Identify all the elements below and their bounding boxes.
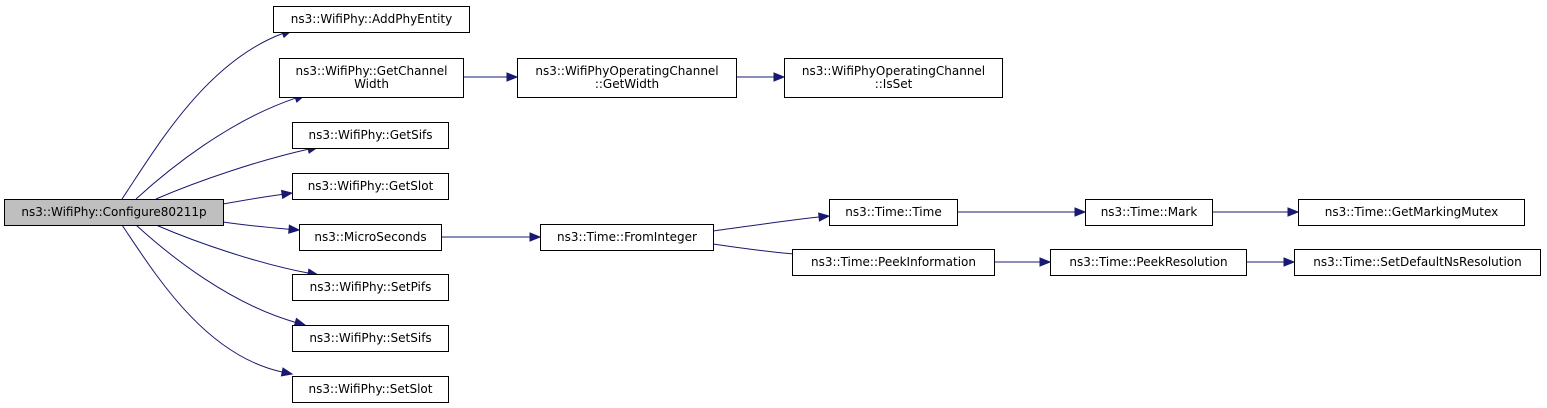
arrowhead-icon	[529, 232, 542, 242]
node-getmarkingmutex[interactable]: ns3::Time::GetMarkingMutex	[1298, 199, 1525, 226]
node-box	[279, 58, 464, 98]
node-frominteger[interactable]: ns3::Time::FromInteger	[540, 224, 714, 251]
node-box	[1298, 199, 1525, 226]
edge-configure-to-setslot	[121, 224, 294, 377]
edge-line	[712, 243, 798, 255]
node-peekresolution[interactable]: ns3::Time::PeekResolution	[1050, 249, 1247, 276]
node-box	[4, 199, 224, 226]
node-microseconds[interactable]: ns3::MicroSeconds	[299, 224, 442, 251]
node-opchan-isset[interactable]: ns3::WifiPhyOperatingChannel::IsSet	[784, 58, 1003, 98]
arrowhead-icon	[1287, 207, 1300, 217]
node-configure[interactable]: ns3::WifiPhy::Configure80211p	[4, 199, 224, 226]
edge-configure-to-getslot	[222, 189, 294, 205]
edge-line	[121, 32, 284, 200]
node-label: ::IsSet	[875, 77, 913, 91]
arrowhead-icon	[1039, 257, 1052, 267]
node-box	[292, 274, 449, 301]
node-box	[1294, 249, 1541, 276]
node-label: ns3::WifiPhy::GetSifs	[308, 128, 432, 142]
nodes-layer: ns3::WifiPhy::Configure80211pns3::WifiPh…	[4, 6, 1541, 403]
node-time-time[interactable]: ns3::Time::Time	[829, 199, 958, 226]
arrowhead-icon	[1074, 207, 1087, 217]
edge-line	[121, 224, 284, 373]
node-label: ns3::WifiPhyOperatingChannel	[535, 64, 718, 78]
edge-microseconds-to-frominteger	[441, 232, 542, 242]
edge-line	[712, 216, 821, 232]
edge-peekinformation-to-peekresolution	[994, 257, 1052, 267]
edge-line	[222, 221, 291, 230]
node-box	[792, 249, 995, 276]
node-label: ns3::Time::PeekInformation	[811, 255, 976, 269]
arrowhead-icon	[506, 72, 519, 82]
node-setpifs[interactable]: ns3::WifiPhy::SetPifs	[292, 274, 449, 301]
edge-line	[135, 224, 297, 324]
node-label: ns3::Time::GetMarkingMutex	[1325, 205, 1499, 219]
node-setdefaultnsresolution[interactable]: ns3::Time::SetDefaultNsResolution	[1294, 249, 1541, 276]
node-box	[540, 224, 714, 251]
node-label: Width	[354, 77, 389, 91]
node-label: ns3::WifiPhy::SetSlot	[309, 382, 433, 396]
arrowhead-icon	[288, 224, 301, 234]
node-box	[1085, 199, 1213, 226]
edge-time-mark-to-getmarkingmutex	[1212, 207, 1300, 217]
edge-configure-to-getchannelwidth	[135, 93, 307, 200]
node-box	[517, 58, 737, 98]
arrowhead-icon	[280, 367, 294, 377]
node-getsifs[interactable]: ns3::WifiPhy::GetSifs	[292, 122, 449, 149]
node-label: ns3::Time::PeekResolution	[1069, 255, 1227, 269]
edge-configure-to-setpifs	[155, 224, 320, 278]
node-label: ns3::WifiPhy::SetSifs	[309, 331, 431, 345]
edge-line	[155, 148, 310, 200]
node-addphyentity[interactable]: ns3::WifiPhy::AddPhyEntity	[273, 6, 470, 33]
edge-line	[155, 224, 310, 274]
node-label: ns3::Time::Mark	[1101, 205, 1198, 219]
node-setslot[interactable]: ns3::WifiPhy::SetSlot	[292, 376, 449, 403]
node-peekinformation[interactable]: ns3::Time::PeekInformation	[792, 249, 995, 276]
node-opchan-getwidth[interactable]: ns3::WifiPhyOperatingChannel::GetWidth	[517, 58, 737, 98]
node-label: ns3::Time::SetDefaultNsResolution	[1313, 255, 1522, 269]
node-box	[829, 199, 958, 226]
node-label: ns3::Time::Time	[845, 205, 941, 219]
arrowhead-icon	[773, 72, 786, 82]
edge-getchannelwidth-to-opchan-getwidth	[463, 72, 519, 82]
node-label: ns3::WifiPhy::AddPhyEntity	[291, 12, 452, 26]
node-box	[784, 58, 1003, 98]
arrowhead-icon	[818, 212, 831, 222]
node-time-mark[interactable]: ns3::Time::Mark	[1085, 199, 1213, 226]
node-setsifs[interactable]: ns3::WifiPhy::SetSifs	[292, 325, 449, 352]
node-label: ns3::WifiPhy::GetChannel	[296, 64, 448, 78]
edge-line	[222, 193, 284, 205]
node-getslot[interactable]: ns3::WifiPhy::GetSlot	[292, 173, 449, 200]
node-box	[1050, 249, 1247, 276]
edge-opchan-getwidth-to-opchan-isset	[736, 72, 786, 82]
node-box	[299, 224, 442, 251]
edge-line	[135, 97, 297, 200]
node-label: ns3::WifiPhy::SetPifs	[310, 280, 432, 294]
node-box	[292, 173, 449, 200]
edge-peekresolution-to-setdefaultnsresolution	[1246, 257, 1296, 267]
node-box	[292, 325, 449, 352]
node-box	[273, 6, 470, 33]
node-box	[292, 122, 449, 149]
node-box	[292, 376, 449, 403]
edge-configure-to-addphyentity	[121, 29, 294, 200]
node-label: ns3::WifiPhyOperatingChannel	[802, 64, 985, 78]
node-label: ns3::WifiPhy::GetSlot	[308, 179, 434, 193]
node-label: ns3::Time::FromInteger	[557, 230, 697, 244]
edge-frominteger-to-time-time	[712, 212, 831, 232]
node-label: ::GetWidth	[595, 77, 659, 91]
arrowhead-icon	[280, 189, 294, 200]
edge-time-time-to-time-mark	[957, 207, 1087, 217]
node-label: ns3::WifiPhy::Configure80211p	[21, 205, 206, 219]
edge-configure-to-microseconds	[222, 221, 301, 234]
node-label: ns3::MicroSeconds	[314, 230, 426, 244]
arrowhead-icon	[1283, 257, 1296, 267]
edge-configure-to-setsifs	[135, 224, 307, 327]
